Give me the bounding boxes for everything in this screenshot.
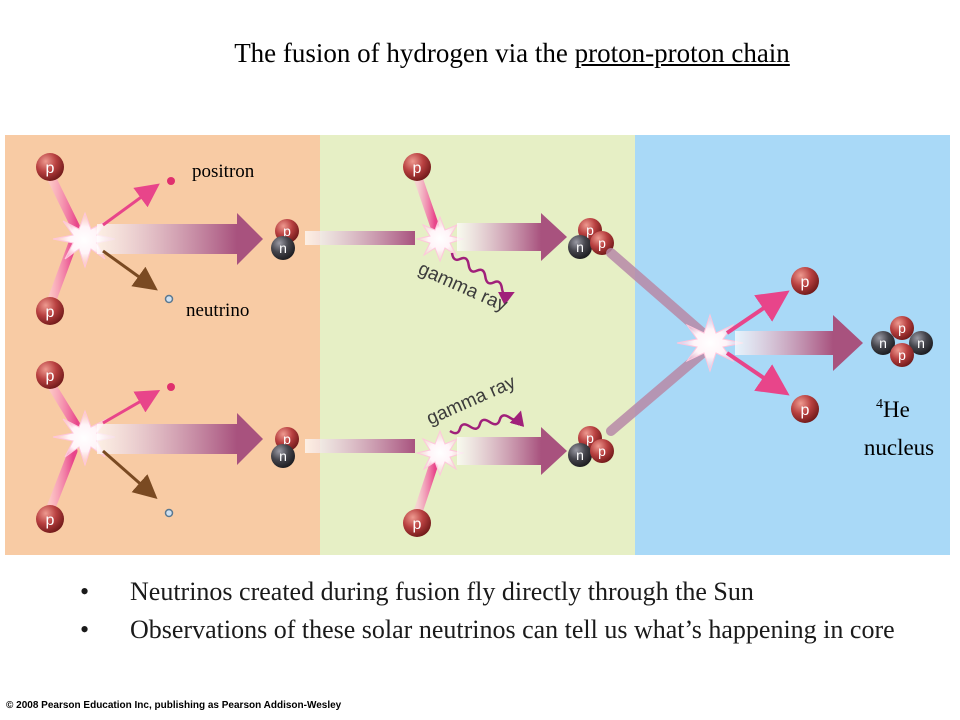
proton-proton-chain-diagram: p p p p positron neutrino p n p n gamma … (5, 135, 950, 555)
svg-text:p: p (801, 402, 810, 419)
fusion-flash (676, 313, 744, 373)
svg-text:p: p (598, 443, 606, 459)
bullet-text: Neutrinos created during fusion fly dire… (130, 577, 754, 606)
gamma-ray-wave (450, 252, 515, 306)
bullet-item: • Observations of these solar neutrinos … (80, 613, 940, 647)
neutrino-label: neutrino (186, 300, 249, 321)
gamma-ray-wave (449, 410, 525, 435)
svg-text:p: p (46, 368, 55, 385)
svg-text:p: p (586, 222, 594, 238)
svg-text:p: p (898, 347, 906, 363)
stage-1-bottom-reaction (45, 378, 263, 518)
svg-text:n: n (576, 447, 584, 463)
title-emphasis: proton-proton chain (574, 38, 790, 68)
neutrino-particle (164, 294, 174, 304)
deuterium-nucleus: p n (271, 219, 299, 260)
fusion-flash (415, 429, 465, 477)
svg-text:p: p (801, 274, 810, 291)
bullet-text: Observations of these solar neutrinos ca… (130, 615, 895, 644)
svg-text:p: p (586, 430, 594, 446)
title-text: The fusion of hydrogen via the (234, 38, 575, 68)
svg-text:p: p (283, 431, 291, 447)
proton: p (36, 297, 64, 325)
svg-text:n: n (279, 448, 287, 464)
positron-label: positron (192, 161, 255, 182)
svg-text:p: p (46, 304, 55, 321)
stage-1-top-reaction (45, 170, 263, 310)
proton: p (36, 361, 64, 389)
proton: p (403, 153, 431, 181)
proton: p (403, 509, 431, 537)
bullet-item: • Neutrinos created during fusion fly di… (80, 575, 940, 609)
svg-text:p: p (46, 512, 55, 529)
svg-text:p: p (898, 320, 906, 336)
helium-4-label: 4He (876, 397, 910, 422)
stage-2-background (320, 135, 635, 555)
helium-4-nucleus-label: nucleus (864, 435, 934, 460)
proton: p (791, 395, 819, 423)
svg-text:p: p (598, 235, 606, 251)
neutrino-particle (164, 508, 174, 518)
svg-text:n: n (917, 335, 925, 351)
bullet-symbol: • (80, 577, 90, 606)
svg-text:n: n (576, 239, 584, 255)
svg-text:p: p (46, 160, 55, 177)
helium-4-nucleus: n n p p (871, 316, 933, 367)
svg-text:p: p (283, 223, 291, 239)
positron-particle (167, 383, 175, 391)
fusion-flash (415, 215, 465, 263)
svg-text:n: n (279, 240, 287, 256)
stage-3-reaction (606, 248, 863, 436)
proton: p (36, 153, 64, 181)
bullet-symbol: • (80, 615, 90, 644)
helium-3-nucleus: p n p (568, 426, 614, 467)
proton: p (36, 505, 64, 533)
positron-particle (167, 177, 175, 185)
svg-text:p: p (413, 160, 422, 177)
proton: p (791, 267, 819, 295)
deuterium-nucleus: p n (271, 427, 299, 468)
bullet-list: • Neutrinos created during fusion fly di… (80, 575, 940, 651)
svg-text:p: p (413, 516, 422, 533)
svg-text:n: n (879, 335, 887, 351)
copyright-notice: © 2008 Pearson Education Inc, publishing… (6, 700, 342, 711)
slide-title: The fusion of hydrogen via the proton-pr… (0, 38, 960, 69)
